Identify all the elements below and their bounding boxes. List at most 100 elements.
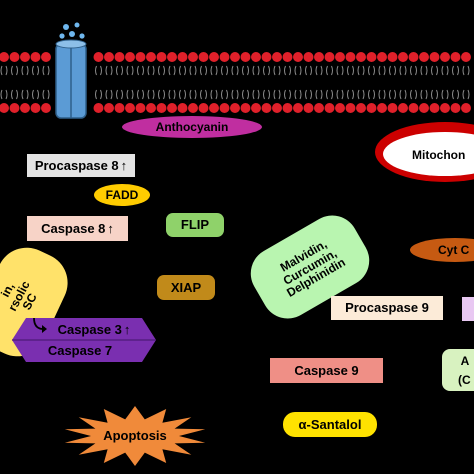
cytc-shape <box>410 238 474 262</box>
lipid-tail <box>0 65 8 76</box>
lipid-tail <box>378 65 386 76</box>
lipid-tail <box>158 89 165 100</box>
lipid-head <box>398 103 408 113</box>
lipid-tail <box>221 65 228 76</box>
lipid-head <box>366 52 377 62</box>
lipid-tail <box>389 65 396 76</box>
lipid-tail <box>273 89 281 100</box>
lipid-head <box>377 52 387 62</box>
lipid-tail <box>116 89 123 100</box>
lipid-tail <box>179 89 186 100</box>
lipid-head <box>345 52 356 62</box>
lipid-tail <box>126 65 134 76</box>
lipid-tail <box>462 89 470 100</box>
up-arrow-icon: ↑ <box>120 157 128 173</box>
lipid-tail <box>231 65 239 76</box>
lipid-tail <box>105 89 113 100</box>
lipid-tail <box>11 65 18 76</box>
cytc-label: Cyt C <box>438 242 470 257</box>
lipid-head <box>188 103 198 113</box>
lipid-tail <box>95 89 102 100</box>
lipid-tail <box>284 89 291 100</box>
lipid-head <box>20 52 30 62</box>
lipid-tail <box>462 65 470 76</box>
lipid-head <box>104 103 114 113</box>
lipid-head <box>408 52 419 62</box>
lipid-tail <box>452 65 459 76</box>
lipid-head <box>461 103 471 113</box>
lipid-tail <box>252 65 260 76</box>
lipid-head <box>125 103 135 113</box>
lipid-head <box>156 103 167 113</box>
lipid-head <box>356 103 366 113</box>
lipid-tail <box>21 65 29 76</box>
lipid-tail <box>32 65 39 76</box>
apoptosis-burst-icon <box>64 406 206 466</box>
lipid-tail <box>410 89 417 100</box>
activation-arrowhead-icon <box>42 325 47 333</box>
cell-membrane <box>0 52 471 113</box>
lipid-head <box>125 52 135 62</box>
ion-channel <box>55 39 87 119</box>
lipid-tail <box>326 89 333 100</box>
anthocyanin-shape <box>122 116 262 138</box>
lipid-tail <box>242 65 249 76</box>
lipid-head <box>167 52 177 62</box>
lipid-head <box>114 103 125 113</box>
lipid-tail <box>147 89 155 100</box>
lipid-tail <box>231 89 239 100</box>
lipid-head <box>272 103 282 113</box>
lipid-head <box>230 103 240 113</box>
lipid-head <box>114 52 125 62</box>
lipid-tail <box>315 65 323 76</box>
lipid-head <box>419 103 429 113</box>
lipid-tail <box>399 65 407 76</box>
caspase3-label-group: Caspase 3↑ <box>44 320 144 339</box>
lipid-head <box>146 103 156 113</box>
lipid-tail <box>189 89 197 100</box>
lipid-tail <box>221 89 228 100</box>
xiap-label: XIAP <box>170 279 202 295</box>
lipid-head <box>261 52 272 62</box>
lipid-head <box>314 52 324 62</box>
lipid-head <box>209 103 219 113</box>
lipid-tail <box>189 65 197 76</box>
lipid-tail <box>305 89 312 100</box>
lipid-tail <box>357 65 365 76</box>
lipid-tail <box>126 89 134 100</box>
apoptosis-label: Apoptosis <box>103 428 167 444</box>
combo-shape <box>250 215 370 319</box>
lipid-head <box>387 52 398 62</box>
lipid-tail <box>305 65 312 76</box>
lipid-head <box>198 52 209 62</box>
lipid-tail <box>294 65 302 76</box>
lipid-head <box>356 52 366 62</box>
up-arrow-icon: ↑ <box>107 220 114 236</box>
lipid-head <box>440 52 450 62</box>
santalol-shape <box>283 412 377 437</box>
lipid-tail <box>116 65 123 76</box>
lipid-head <box>209 52 219 62</box>
lipid-tail <box>410 65 417 76</box>
lipid-head <box>177 52 188 62</box>
lipid-tail <box>441 89 449 100</box>
lipid-head <box>93 52 104 62</box>
lipid-head <box>198 103 209 113</box>
lipid-tail <box>21 89 29 100</box>
lipid-tail <box>32 89 39 100</box>
lipid-tail <box>368 65 375 76</box>
lipid-head <box>335 52 345 62</box>
channel-drops-icon <box>59 22 85 39</box>
procaspase9-box: Procaspase 9 <box>331 296 443 320</box>
lipid-tail <box>420 89 428 100</box>
lipid-tail <box>284 65 291 76</box>
lipid-tail <box>263 89 270 100</box>
lipid-head <box>303 52 314 62</box>
lipid-head <box>240 52 251 62</box>
lipid-tail <box>420 65 428 76</box>
lipid-tail <box>168 65 176 76</box>
lipid-head <box>251 52 261 62</box>
lipid-head <box>282 103 293 113</box>
right-edge-box-2 <box>442 349 474 391</box>
